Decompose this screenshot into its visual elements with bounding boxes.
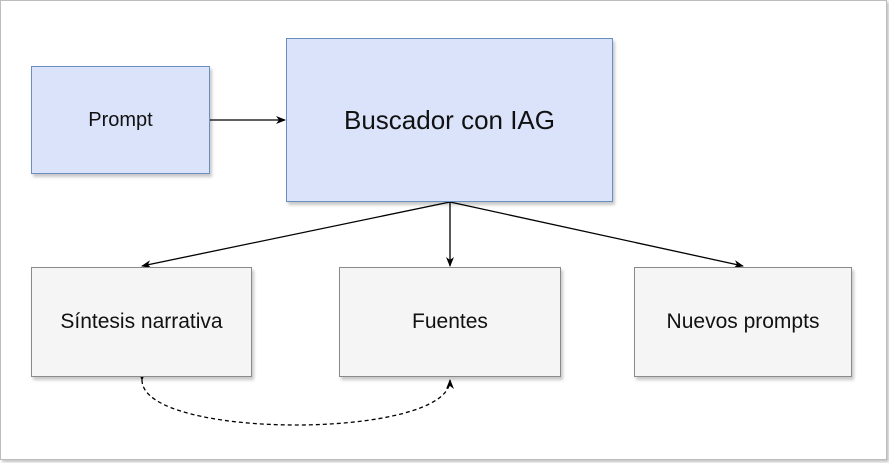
fuentes-node: Fuentes <box>339 267 561 377</box>
buscador-node-label: Buscador con IAG <box>344 104 555 135</box>
edge-buscador-to-nuevos <box>449 201 744 268</box>
sintesis-node-label: Síntesis narrativa <box>60 310 223 333</box>
prompt-node: Prompt <box>31 66 210 174</box>
prompt-node-label: Prompt <box>88 108 153 131</box>
edge-buscador-to-sintesis <box>141 201 451 269</box>
nuevos-node: Nuevos prompts <box>634 267 852 377</box>
buscador-node: Buscador con IAG <box>286 38 613 202</box>
edge-sintesis-fuentes-dashed <box>137 370 454 426</box>
fuentes-node-label: Fuentes <box>412 310 488 333</box>
nuevos-node-label: Nuevos prompts <box>666 310 820 333</box>
sintesis-node: Síntesis narrativa <box>31 267 252 377</box>
